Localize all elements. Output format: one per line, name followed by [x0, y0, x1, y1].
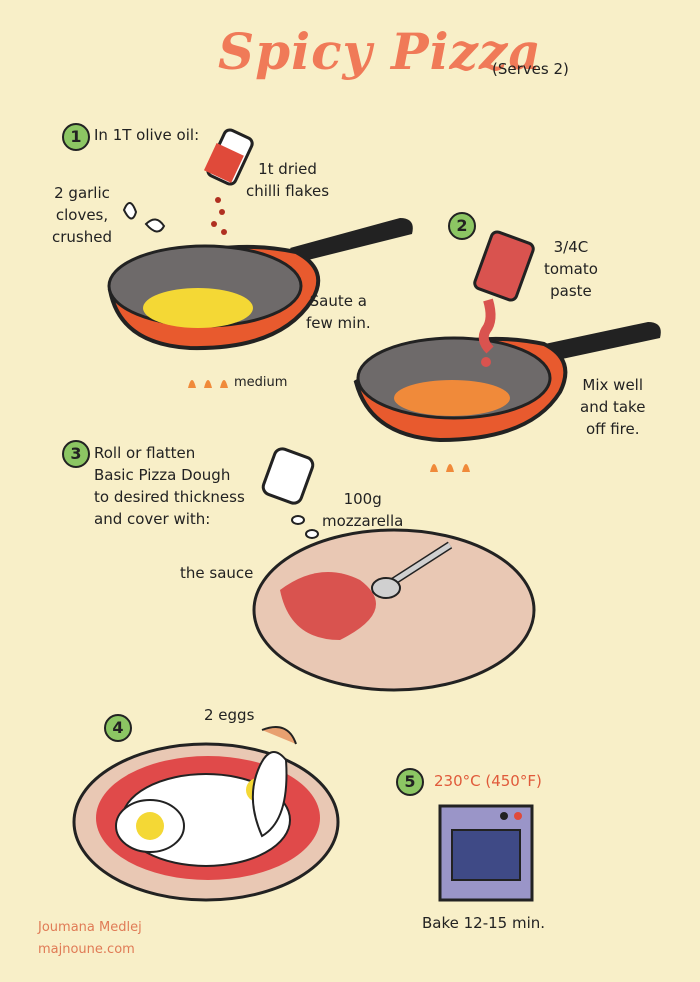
sauce-label: the sauce: [180, 564, 254, 582]
garlic-illustration: [122, 202, 166, 233]
pizza-with-eggs-illustration: [72, 726, 340, 902]
saute-label-line: Saute a: [309, 292, 367, 310]
garlic-label-line: cloves,: [55, 206, 109, 224]
step-1-text: In 1T olive oil:: [94, 126, 200, 144]
bake-label: Bake 12-15 min.: [422, 914, 546, 932]
step-3-text: Roll or flatten Basic Pizza Dough to des…: [94, 442, 245, 530]
mix-label: Mix well and take off fire.: [580, 374, 645, 440]
tomato-label: 3/4C tomato paste: [544, 236, 598, 302]
chilli-label: 1t dried chilli flakes: [246, 158, 329, 202]
step-3-line: and cover with:: [94, 510, 211, 528]
garlic-label-line: 2 garlic: [54, 184, 110, 202]
mozzarella-label: 100g mozzarella: [322, 488, 403, 532]
mix-label-line: and take: [580, 398, 646, 416]
eggs-label: 2 eggs: [204, 706, 255, 724]
saute-label-line: few min.: [306, 314, 371, 332]
mozzarella-shaker-illustration: [261, 447, 319, 539]
frying-pan-2-illustration: [353, 322, 661, 443]
heat-label: medium: [234, 375, 288, 390]
step-3-line: to desired thickness: [94, 488, 245, 506]
step-4-badge: 4: [104, 714, 132, 742]
frying-pan-1-illustration: [107, 218, 413, 351]
garlic-label: 2 garlic cloves, crushed: [52, 182, 112, 248]
mozzarella-label-line: mozzarella: [322, 512, 404, 530]
recipe-title: Spicy Pizza: [218, 22, 542, 81]
step-2-badge: 2: [448, 212, 476, 240]
oven-illustration: [438, 804, 534, 902]
website-credit: majnoune.com: [38, 942, 135, 957]
flame-icons-1: [188, 380, 228, 388]
tomato-label-line: tomato: [544, 260, 598, 278]
flame-icons-2: [430, 464, 470, 472]
serves-label: (Serves 2): [492, 60, 569, 78]
step-1-badge: 1: [62, 123, 90, 151]
author-credit: Joumana Medlej: [38, 920, 142, 935]
step-3-line: Basic Pizza Dough: [94, 466, 231, 484]
mix-label-line: off fire.: [585, 420, 640, 438]
chilli-jar-illustration: [203, 128, 254, 235]
chilli-label-line: 1t dried: [258, 160, 317, 178]
mix-label-line: Mix well: [582, 376, 644, 394]
mozzarella-label-line: 100g: [343, 490, 382, 508]
oven-temperature: 230°C (450°F): [434, 772, 542, 790]
garlic-label-line: crushed: [52, 228, 112, 246]
tomato-paste-can-illustration: [473, 230, 535, 367]
step-3-line: Roll or flatten: [94, 444, 196, 462]
step-3-badge: 3: [62, 440, 90, 468]
tomato-label-line: 3/4C: [553, 238, 589, 256]
tomato-label-line: paste: [550, 282, 592, 300]
chilli-label-line: chilli flakes: [246, 182, 330, 200]
saute-label: Saute a few min.: [306, 290, 371, 334]
pizza-dough-illustration: [252, 528, 536, 692]
step-5-badge: 5: [396, 768, 424, 796]
